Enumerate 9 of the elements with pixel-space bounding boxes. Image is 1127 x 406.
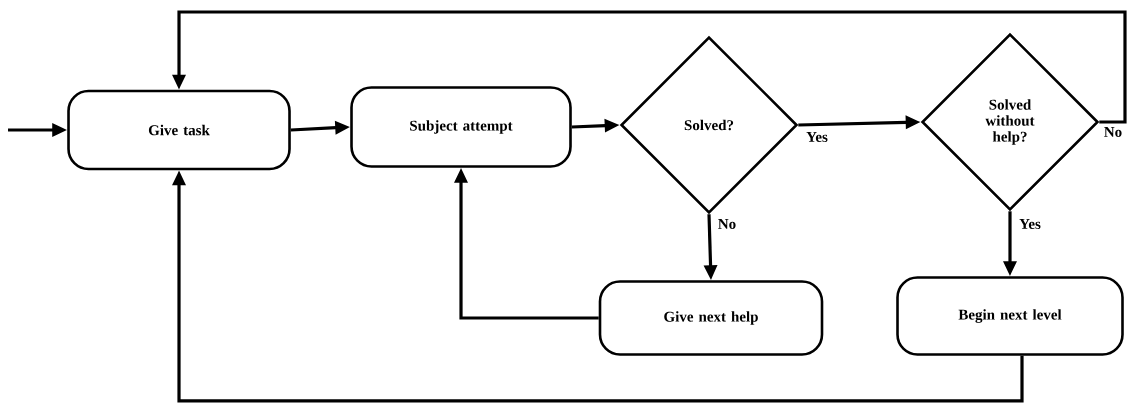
process-box: Give next help (598, 280, 824, 356)
process-box: Give task (67, 89, 291, 171)
arrow (172, 10, 1127, 124)
edge-label: Yes (1018, 218, 1042, 230)
edge-label: Yes (805, 131, 829, 143)
edge-label: No (1102, 126, 1124, 138)
edge-label: No (716, 218, 738, 230)
process-box: Subject attempt (350, 86, 572, 168)
process-box: Begin next level (896, 276, 1124, 356)
